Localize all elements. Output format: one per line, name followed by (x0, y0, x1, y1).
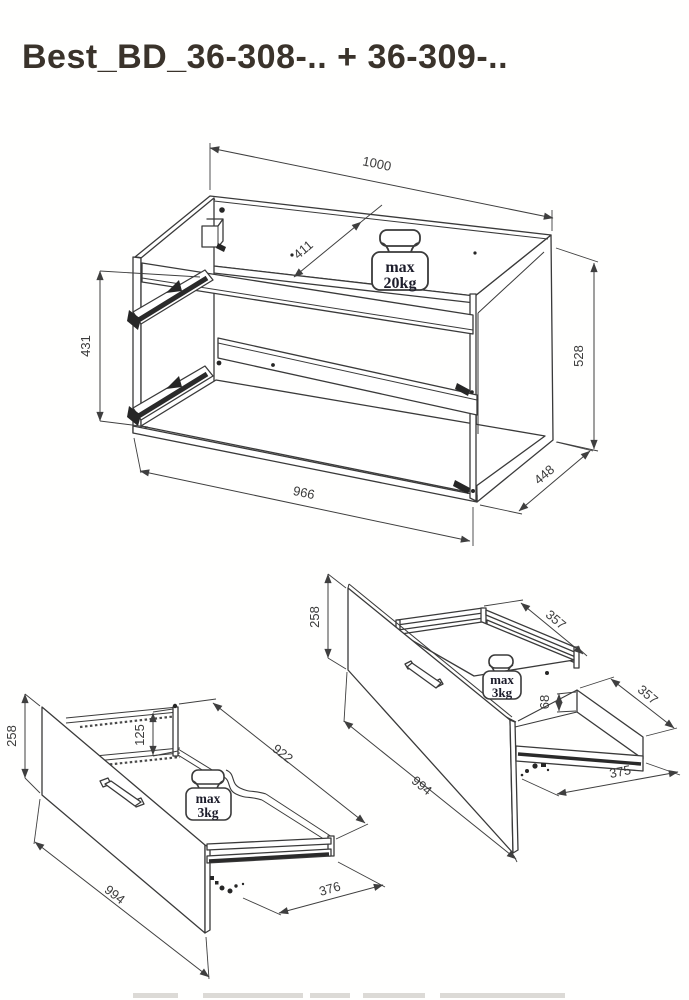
runner-screws (520, 763, 550, 777)
drawer-right-weight-badge: max 3kg (482, 654, 522, 700)
dim-top-depth: 357 (543, 607, 569, 632)
dim-inner-width: 922 (270, 741, 296, 766)
weight-badge-max-label: max (490, 672, 514, 687)
dim-drawer-front-height: 258 (307, 606, 322, 628)
dim-cabinet-side-height: 528 (571, 345, 586, 367)
weight-badge-max-label: max (196, 791, 221, 806)
weight-badge-max-label: max (385, 259, 414, 276)
dim-runner-depth: 375 (608, 762, 632, 781)
mounting-hole (219, 207, 225, 213)
drawer-left-drawing: 258 125 922 994 376 (4, 693, 386, 980)
mounting-hole (473, 251, 477, 255)
cabinet-dimensions: 1000 411 431 528 966 (78, 143, 599, 546)
dim-cabinet-top-width: 1000 (361, 153, 392, 173)
dim-runner-depth: 376 (317, 878, 342, 898)
cabinet-carcass (127, 195, 554, 503)
weight-badge-value: 3kg (197, 805, 218, 820)
drawer-right-drawing: 258 357 68 357 994 (307, 573, 681, 863)
page-title: Best_BD_36-308-.. + 36-309-.. (22, 38, 509, 76)
dim-drawer-front-width: 994 (102, 882, 128, 907)
dim-cabinet-side-depth: 448 (531, 462, 557, 487)
dim-cabinet-slide-span: 431 (78, 335, 93, 357)
runner-screws (210, 876, 245, 894)
cabinet-weight-badge: max 20kg (371, 229, 429, 292)
drawer-left-weight-badge: max 3kg (185, 769, 232, 821)
dim-side-depth: 357 (635, 682, 661, 707)
dim-side-height: 68 (537, 695, 552, 709)
drawer-slide-lower (127, 365, 214, 426)
drawer-handle (99, 777, 145, 808)
cabinet-top-stretcher (141, 262, 474, 335)
dim-drawer-front-height: 258 (4, 725, 19, 747)
drawer-right-body (347, 583, 644, 854)
gallery-post (172, 706, 179, 757)
low-side-wall (576, 689, 644, 760)
weight-badge-value: 3kg (492, 685, 513, 700)
mounting-hole (290, 253, 294, 257)
dim-cabinet-front-width: 966 (292, 483, 316, 502)
hanging-bracket (201, 218, 226, 252)
dim-gallery-height: 125 (132, 724, 147, 746)
drawer-slide-upper (127, 269, 214, 330)
drawer-handle (404, 660, 444, 689)
cabinet-drawing: 1000 411 431 528 966 (78, 143, 599, 546)
cropped-footer-text (133, 993, 565, 998)
weight-badge-value: 20kg (384, 275, 417, 292)
